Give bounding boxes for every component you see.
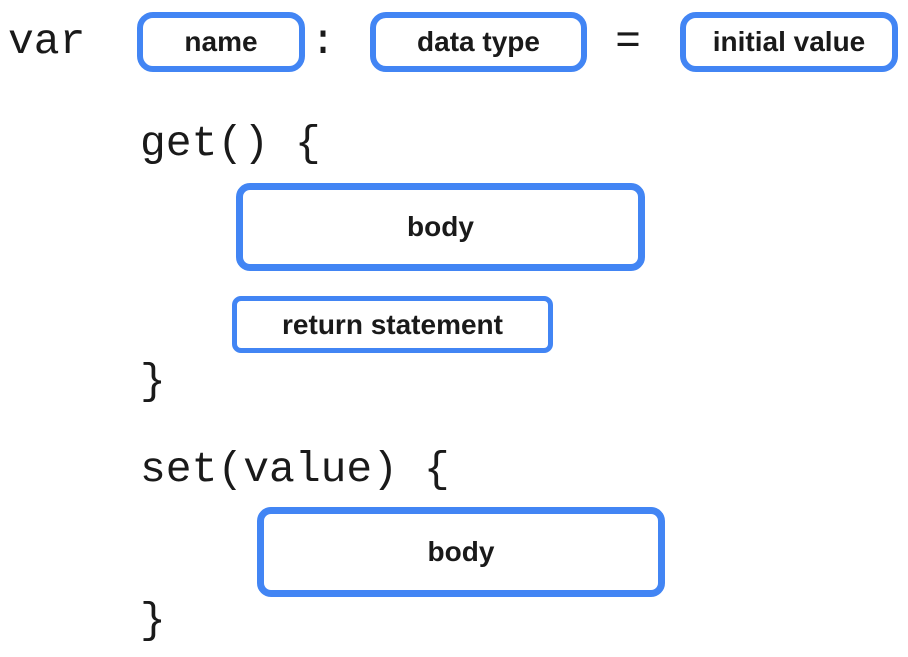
setter-closing-brace: }: [140, 596, 166, 645]
placeholder-box-name: name: [137, 12, 305, 72]
placeholder-box-initial-value: initial value: [680, 12, 898, 72]
placeholder-box-initial-value-label: initial value: [712, 26, 866, 57]
token-equals: =: [615, 17, 641, 66]
setter-header-code: set(value) {: [140, 445, 450, 494]
token-colon: :: [310, 17, 336, 66]
placeholder-box-data-type: data type: [370, 12, 587, 72]
placeholder-box-return-statement-label: return statement: [282, 308, 503, 340]
placeholder-box-data-type-label: data type: [417, 26, 540, 57]
placeholder-box-name-label: name: [184, 26, 258, 57]
getter-closing-brace: }: [140, 357, 166, 406]
getter-header-code: get() {: [140, 119, 321, 168]
placeholder-box-setter-body: body: [257, 507, 665, 597]
placeholder-box-getter-body: body: [236, 183, 645, 271]
placeholder-box-setter-body-label: body: [427, 536, 495, 567]
placeholder-box-return-statement: return statement: [232, 296, 553, 353]
placeholder-box-getter-body-label: body: [407, 211, 474, 242]
keyword-var: var: [8, 17, 86, 66]
